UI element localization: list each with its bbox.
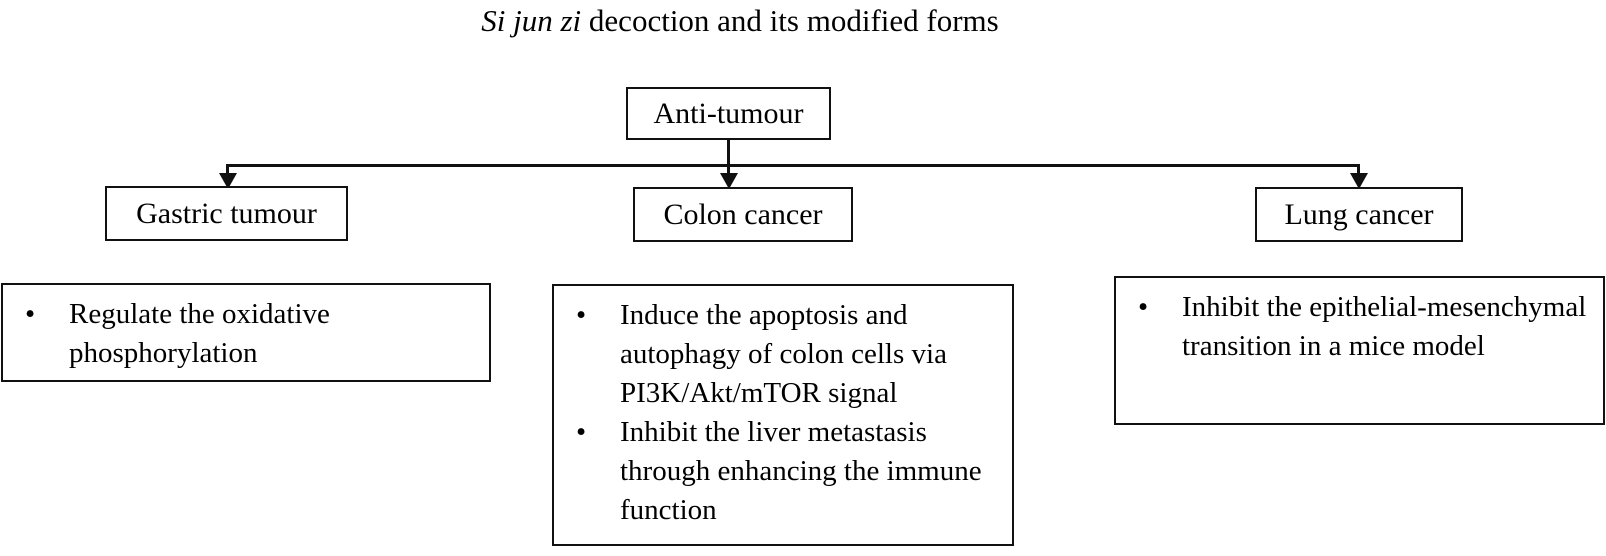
- bullet-dot-icon: •: [576, 416, 587, 448]
- node-lung-cancer[interactable]: Lung cancer: [1255, 187, 1463, 242]
- list-item-text: Regulate the oxidative phosphorylation: [69, 298, 330, 369]
- bullet-list-lung: • Inhibit the epithelial-mesenchymal tra…: [1116, 288, 1603, 366]
- list-item-text: Inhibit the epithelial-mesenchymal trans…: [1182, 291, 1587, 362]
- connector-drop-colon: [727, 164, 730, 177]
- bullet-dot-icon: •: [1138, 291, 1149, 323]
- node-anti-tumour[interactable]: Anti-tumour: [626, 87, 831, 140]
- bullet-list-colon: • Induce the apoptosis and autophagy of …: [554, 296, 1012, 530]
- connector-drop-lung: [1357, 164, 1360, 177]
- connector-horizontal-bus: [226, 164, 1360, 167]
- page-title-italic: Si jun zi: [481, 3, 582, 38]
- bullet-dot-icon: •: [576, 299, 587, 331]
- node-gastric-tumour-label: Gastric tumour: [136, 196, 317, 230]
- list-item-text: Inhibit the liver metastasis through enh…: [620, 416, 982, 526]
- connector-root-stem: [727, 139, 730, 166]
- bullet-dot-icon: •: [25, 298, 36, 330]
- detail-box-gastric: • Regulate the oxidative phosphorylation: [1, 283, 491, 382]
- arrowhead-colon-icon: [720, 173, 738, 189]
- node-colon-cancer[interactable]: Colon cancer: [633, 187, 853, 242]
- page-title-rest: decoction and its modified forms: [581, 3, 999, 38]
- node-anti-tumour-label: Anti-tumour: [653, 96, 804, 130]
- list-item: • Inhibit the liver metastasis through e…: [554, 413, 998, 530]
- list-item: • Regulate the oxidative phosphorylation: [3, 295, 475, 373]
- detail-box-lung: • Inhibit the epithelial-mesenchymal tra…: [1114, 276, 1605, 425]
- bullet-list-gastric: • Regulate the oxidative phosphorylation: [3, 295, 489, 373]
- page-title: Si jun zi decoction and its modified for…: [0, 2, 1480, 40]
- list-item-text: Induce the apoptosis and autophagy of co…: [620, 299, 947, 409]
- node-colon-cancer-label: Colon cancer: [663, 197, 823, 231]
- arrowhead-lung-icon: [1350, 173, 1368, 189]
- list-item: • Induce the apoptosis and autophagy of …: [554, 296, 998, 413]
- list-item: • Inhibit the epithelial-mesenchymal tra…: [1116, 288, 1589, 366]
- detail-box-colon: • Induce the apoptosis and autophagy of …: [552, 284, 1014, 546]
- arrowhead-gastric-icon: [219, 173, 237, 189]
- connector-drop-gastric: [226, 164, 229, 177]
- node-lung-cancer-label: Lung cancer: [1284, 197, 1434, 231]
- node-gastric-tumour[interactable]: Gastric tumour: [105, 186, 348, 241]
